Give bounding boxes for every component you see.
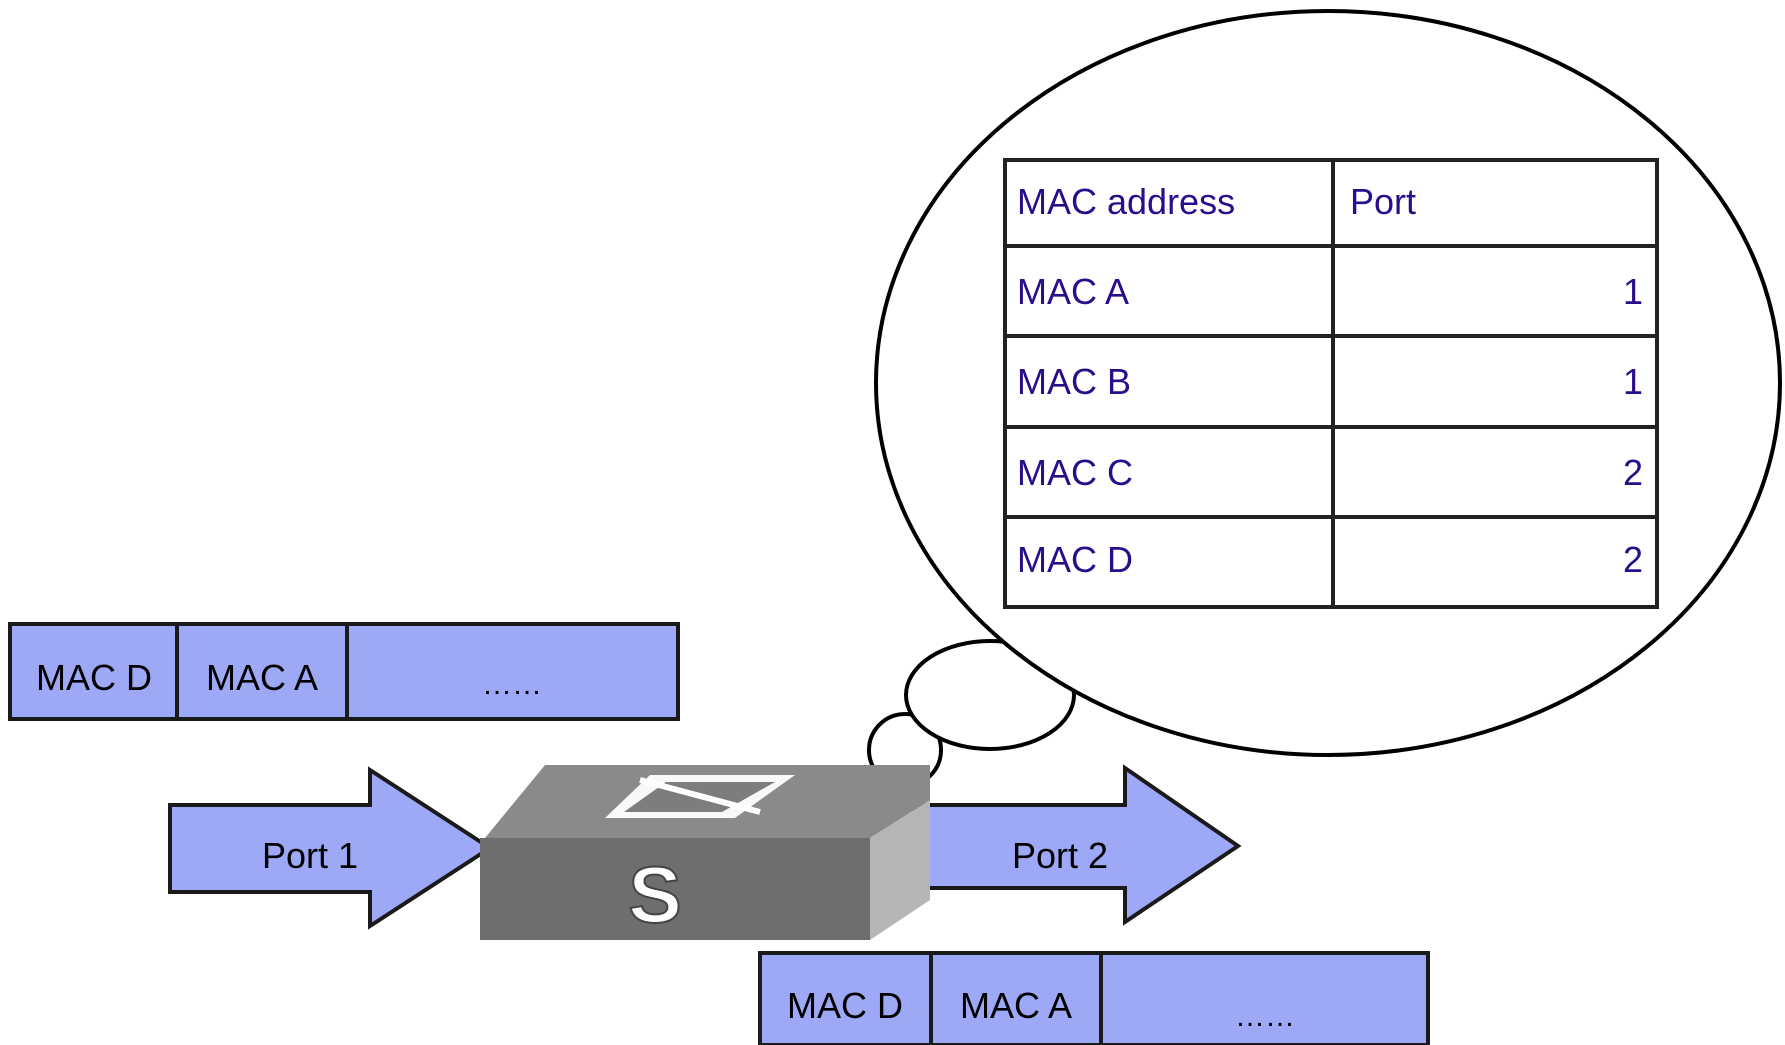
- frame-box: [758, 951, 1430, 1045]
- port-1-label: Port 1: [262, 835, 358, 876]
- row-mac: MAC C: [1017, 452, 1133, 493]
- switch-device: S: [480, 765, 930, 940]
- incoming-frame: MAC D MAC A ……: [8, 622, 680, 721]
- row-port: 1: [1623, 271, 1643, 312]
- frame-box: [8, 622, 680, 721]
- header-port: Port: [1350, 181, 1416, 222]
- row-mac: MAC B: [1017, 361, 1131, 402]
- outgoing-frame: MAC D MAC A ……: [758, 951, 1430, 1045]
- switch-side-face: [870, 800, 930, 940]
- switch-front-letter: S: [628, 850, 681, 939]
- row-port: 1: [1623, 361, 1643, 402]
- mac-table: MAC address Port MAC A 1 MAC B 1 MAC C 2…: [1003, 158, 1659, 609]
- frame-source-field: MAC A: [206, 657, 318, 698]
- frame-payload-field: ……: [1235, 1000, 1295, 1033]
- row-mac: MAC A: [1017, 271, 1129, 312]
- frame-source-field: MAC A: [960, 985, 1072, 1026]
- row-port: 2: [1623, 539, 1643, 580]
- header-mac-address: MAC address: [1017, 181, 1235, 222]
- row-mac: MAC D: [1017, 539, 1133, 580]
- port-2-label: Port 2: [1012, 835, 1108, 876]
- frame-destination-field: MAC D: [36, 657, 152, 698]
- crossed-arrows-icon: [605, 775, 795, 818]
- bubble-dot-medium: [904, 639, 1076, 751]
- frame-payload-field: ……: [482, 668, 542, 701]
- frame-destination-field: MAC D: [787, 985, 903, 1026]
- switch-front-face: [480, 838, 870, 940]
- row-port: 2: [1623, 452, 1643, 493]
- port-1-arrow: Port 1: [168, 766, 494, 930]
- port-2-arrow: Port 2: [913, 764, 1242, 926]
